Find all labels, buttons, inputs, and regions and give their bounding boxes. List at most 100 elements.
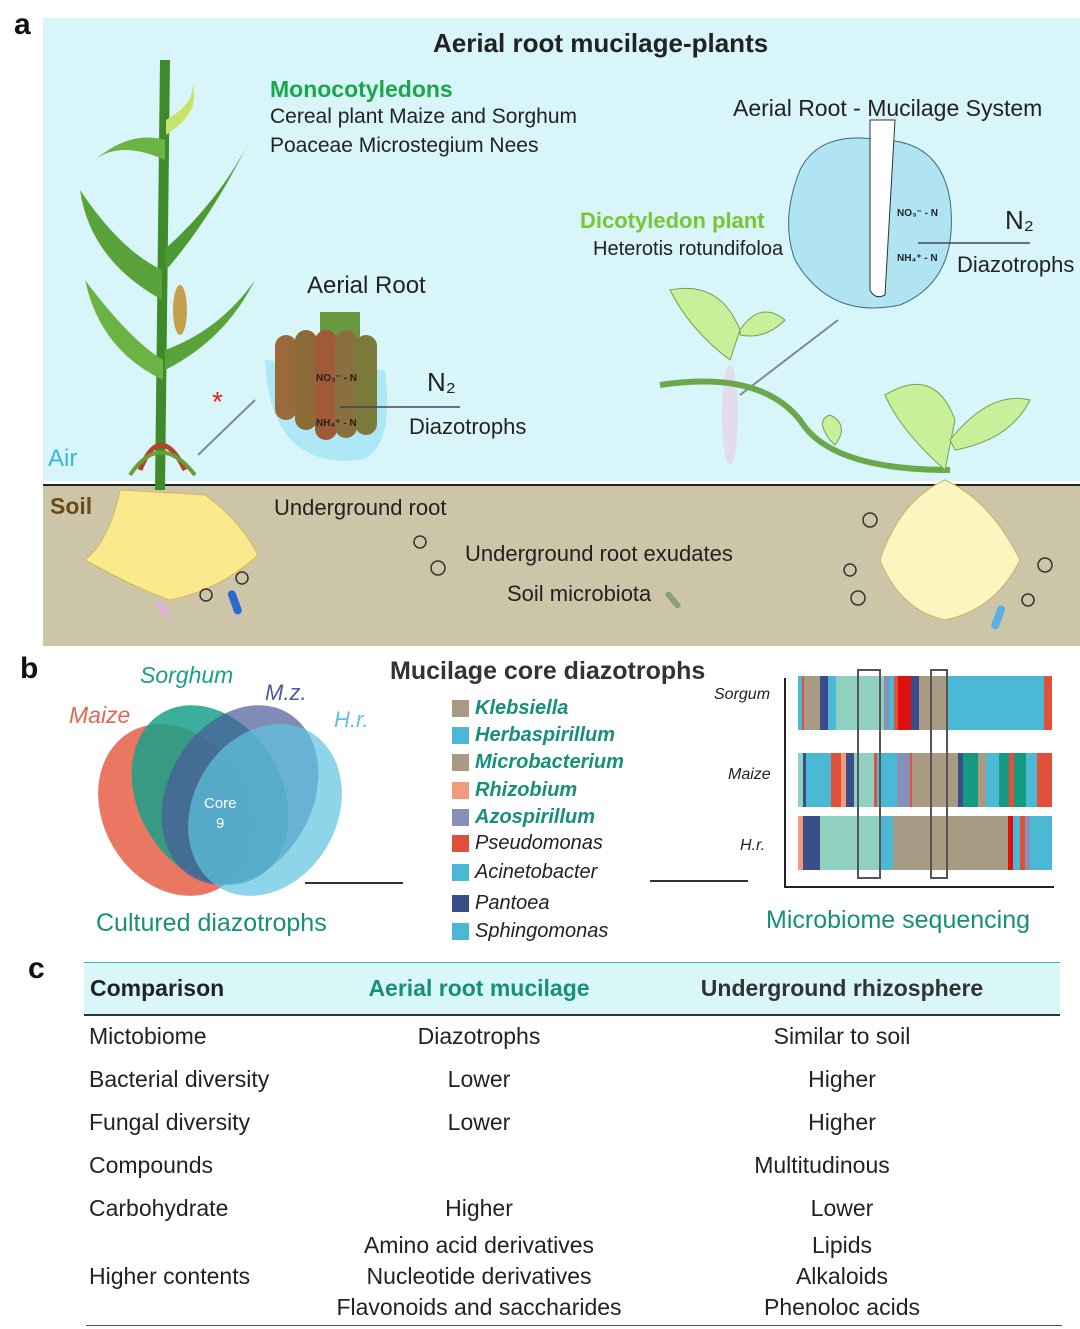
arrow-icon [197,399,256,456]
underground-root-label: Underground root [274,495,447,520]
stacked-bar-H.r. [798,816,1052,870]
legend-label: Pantoea [475,892,550,914]
row-label: Fungal diversity [89,1108,251,1135]
x-axis [784,886,1054,888]
panel-label-c: c [28,952,45,985]
no3-label-right: NO₃⁻ - N [897,208,939,219]
bar-segment [1025,816,1031,870]
aerial-value: Amino acid derivatives [363,1231,595,1258]
plant-illustrations [80,59,1053,630]
legend-item: Pantoea [452,892,550,915]
bar-segment [828,676,837,730]
bar-segment [876,753,897,807]
bar-segment [803,753,806,807]
bar-segment [1013,753,1027,807]
tick-label-maize: Maize [728,766,771,783]
panel-label-a: a [14,8,31,41]
legend-label: Sphingomonas [475,920,609,942]
soil-microbiota-label: Soil microbiota [507,581,652,606]
underground-value: Similar to soil [773,1023,911,1049]
legend-label: Acinetobacter [475,861,598,883]
arrow-left-icon [650,880,748,882]
bar-segment [963,753,979,807]
stacked-bar-Maize [798,753,1052,807]
underground-value: Higher [808,1065,876,1092]
bar-segment [1008,753,1014,807]
bar-segment [1020,816,1026,870]
row-label: Bacterial diversity [89,1065,270,1092]
comparison-table: Comparison Aerial root mucilage Undergro… [84,962,1060,1323]
aerial-value: Flavonoids and saccharides [336,1293,622,1320]
system-title: Aerial Root - Mucilage System [733,95,1043,121]
bar-segment [918,676,947,730]
nh4-label: NH₄⁺ - N [316,418,357,429]
bar-segment [1030,816,1052,870]
bar-segment [846,753,854,807]
bar-segment [831,753,842,807]
header-underground: Underground rhizosphere [624,962,1060,1016]
aerial-root-label: Aerial Root [307,272,426,299]
bar-segment [805,753,831,807]
row-label: Mictobiome [89,1023,207,1049]
legend-item: Azospirillum [452,806,595,829]
bar-segment [998,753,1009,807]
venn-caption: Cultured diazotrophs [96,909,327,937]
dicot-species: Heterotis rotundifoloa [593,238,784,260]
monocot-line2: Poaceae Microstegium Nees [270,134,539,157]
legend-swatch [452,923,469,940]
bar-segment [884,676,890,730]
bar-segment [798,816,804,870]
bar-segment [874,753,877,807]
dicot-plant-icon [659,287,1031,621]
arrow-right-icon [305,882,403,884]
bar-segment [880,816,894,870]
asterisk-marker: * [212,386,223,417]
venn-label-maize: Maize [69,702,131,728]
bar-segment [819,676,829,730]
y-axis [784,678,786,888]
diazotrophs-label-right: Diazotrophs [957,252,1075,277]
legend-label: Microbacterium [475,751,624,773]
bar-segment [889,676,895,730]
bar-segment [898,676,911,730]
highlight-box [857,669,881,879]
legend-item: Microbacterium [452,751,624,774]
bar-segment [798,753,804,807]
underground-value: Alkaloids [795,1262,889,1289]
legend-item: Sphingomonas [452,920,608,943]
legend-label: Rhizobium [475,779,578,801]
underground-value: Lower [810,1194,874,1221]
bar-segment [798,676,802,730]
row-label: Carbohydrate [89,1194,229,1221]
bacteria-icon [156,590,1006,630]
tick-label-hr: H.r. [740,837,766,854]
legend-item: Acinetobacter [452,861,597,884]
venn-label-mz: M.z. [265,680,307,705]
header-comparison: Comparison [84,962,334,1016]
venn-label-sorghum: Sorghum [140,662,234,688]
monocot-line1: Cereal plant Maize and Sorghum [270,105,578,128]
chart-caption: Microbiome sequencing [766,906,1031,934]
legend-item: Herbaspirillum [452,724,615,747]
venn-diagram [98,705,342,896]
legend-title: Mucilage core diazotrophs [390,657,706,685]
exudates-label: Underground root exudates [465,541,733,566]
bar-segment [893,816,1008,870]
legend-label: Klebsiella [475,697,569,719]
bar-segment [947,676,1045,730]
mucilage-system-icon [788,119,952,309]
aerial-value: Diazotrophs [417,1023,541,1049]
soil-label: Soil [50,493,93,519]
aerial-value: Lower [447,1065,511,1092]
bar-segment [841,753,847,807]
legend-item: Klebsiella [452,697,568,720]
bar-segment [985,753,999,807]
aerial-value: Lower [447,1108,511,1135]
legend-item: Pseudomonas [452,832,603,855]
bar-segment [912,753,958,807]
